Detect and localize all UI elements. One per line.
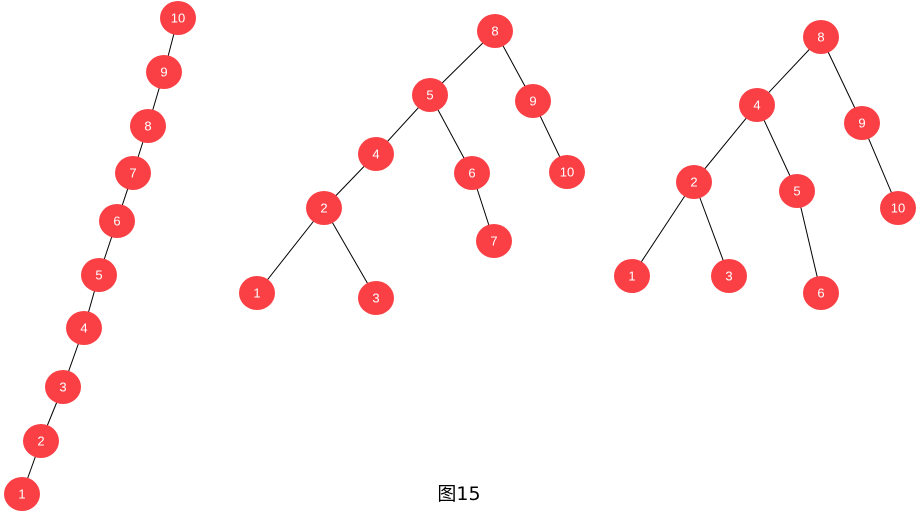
tree-node: 9 xyxy=(146,55,182,89)
tree-node: 1 xyxy=(4,477,40,511)
node-circle xyxy=(358,281,394,315)
tree-node: 7 xyxy=(476,224,512,258)
node-circle xyxy=(358,137,394,171)
node-circle xyxy=(739,88,775,122)
tree-node: 8 xyxy=(130,109,166,143)
node-circle xyxy=(146,55,182,89)
node-circle xyxy=(412,78,448,112)
node-circle xyxy=(803,276,839,310)
tree-node: 8 xyxy=(477,14,513,48)
tree-node: 1 xyxy=(239,276,275,310)
tree-node: 5 xyxy=(779,174,815,208)
node-label: 3 xyxy=(725,268,732,283)
tree-node: 9 xyxy=(844,106,880,140)
node-label: 5 xyxy=(793,183,800,198)
node-circle xyxy=(779,174,815,208)
tree-degenerate-chain: 10 9 8 7 6 5 4 3 2 1 xyxy=(4,1,196,511)
tree-node: 2 xyxy=(676,165,712,199)
tree-node: 5 xyxy=(412,78,448,112)
node-label: 1 xyxy=(18,486,25,501)
node-circle xyxy=(306,191,342,225)
node-label: 4 xyxy=(80,320,87,335)
edge-2-1 xyxy=(631,181,695,277)
node-circle xyxy=(803,20,839,54)
node-circle xyxy=(476,224,512,258)
tree-balanced: 8 4 9 2 5 10 1 3 6 xyxy=(614,20,916,310)
node-circle xyxy=(614,259,650,293)
node-circle xyxy=(4,477,40,511)
node-circle xyxy=(454,156,490,190)
tree-node: 3 xyxy=(711,259,747,293)
node-circle xyxy=(239,276,275,310)
tree-node: 2 xyxy=(306,191,342,225)
node-label: 6 xyxy=(468,165,475,180)
node-circle xyxy=(477,14,513,48)
node-circle xyxy=(99,204,135,238)
node-label: 2 xyxy=(320,200,327,215)
node-label: 8 xyxy=(491,23,498,38)
node-label: 9 xyxy=(160,64,167,79)
edge-2-3 xyxy=(323,207,377,299)
tree-node: 4 xyxy=(66,311,102,345)
node-label: 8 xyxy=(817,29,824,44)
node-label: 3 xyxy=(59,379,66,394)
edge-5-6 xyxy=(796,190,822,294)
node-circle xyxy=(45,370,81,404)
node-circle xyxy=(549,155,585,189)
node-label: 1 xyxy=(253,285,260,300)
node-circle xyxy=(115,156,151,190)
node-label: 6 xyxy=(113,213,120,228)
node-circle xyxy=(676,165,712,199)
node-circle xyxy=(130,109,166,143)
node-circle xyxy=(711,259,747,293)
tree-node: 10 xyxy=(160,1,196,35)
node-label: 10 xyxy=(171,10,185,25)
node-label: 10 xyxy=(560,164,574,179)
node-label: 9 xyxy=(529,93,536,108)
node-label: 6 xyxy=(817,285,824,300)
node-label: 10 xyxy=(891,200,905,215)
node-circle xyxy=(66,311,102,345)
node-label: 4 xyxy=(372,146,379,161)
figure-caption: 图15 xyxy=(437,483,481,505)
edge-2-1 xyxy=(256,207,325,294)
tree-node: 10 xyxy=(549,155,585,189)
tree-node: 4 xyxy=(358,137,394,171)
node-label: 8 xyxy=(144,118,151,133)
tree-node: 6 xyxy=(99,204,135,238)
node-label: 9 xyxy=(858,115,865,130)
node-circle xyxy=(23,424,59,458)
tree-node: 8 xyxy=(803,20,839,54)
tree-node: 4 xyxy=(739,88,775,122)
node-circle xyxy=(515,84,551,118)
tree-node: 3 xyxy=(358,281,394,315)
tree-node: 9 xyxy=(515,84,551,118)
tree-node: 7 xyxy=(115,156,151,190)
tree-node: 6 xyxy=(803,276,839,310)
node-circle xyxy=(160,1,196,35)
tree-node: 3 xyxy=(45,370,81,404)
node-label: 3 xyxy=(372,290,379,305)
tree-partially-balanced: 8 5 9 4 6 10 2 7 1 3 xyxy=(239,14,585,315)
tree-node: 2 xyxy=(23,424,59,458)
node-circle xyxy=(81,258,117,292)
node-label: 2 xyxy=(37,433,44,448)
node-label: 7 xyxy=(129,165,136,180)
node-label: 2 xyxy=(690,174,697,189)
tree-node: 6 xyxy=(454,156,490,190)
node-circle xyxy=(880,191,916,225)
tree-node: 1 xyxy=(614,259,650,293)
tree-node: 10 xyxy=(880,191,916,225)
node-circle xyxy=(844,106,880,140)
node-label: 7 xyxy=(490,233,497,248)
node-label: 4 xyxy=(753,97,760,112)
node-label: 1 xyxy=(628,268,635,283)
node-label: 5 xyxy=(95,267,102,282)
node-label: 5 xyxy=(426,87,433,102)
tree-node: 5 xyxy=(81,258,117,292)
